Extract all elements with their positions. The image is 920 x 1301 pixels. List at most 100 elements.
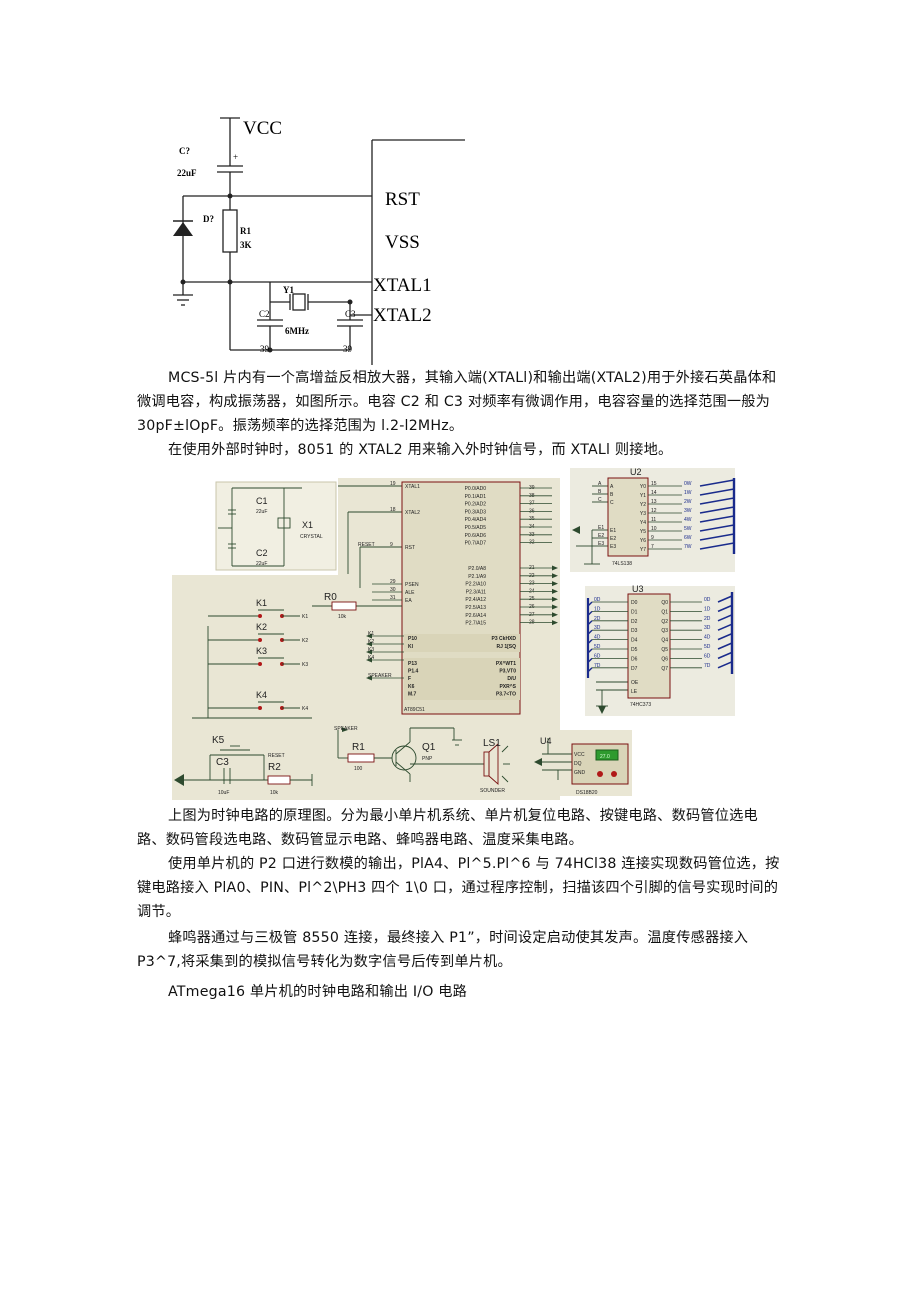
u4-pin-dq: DQ: [574, 761, 582, 767]
u3-output-net: 6D: [704, 653, 711, 659]
mcu-pin-name: P2.2/A10: [465, 582, 486, 588]
key-net-label: K3: [302, 662, 308, 668]
u3-output-pin: Q2: [661, 619, 668, 625]
net-arrow: [552, 565, 558, 571]
u2-input-net: E1: [598, 525, 604, 531]
u2-output-net: 5W: [684, 526, 692, 532]
key-label: K4: [256, 690, 267, 700]
u2-bus-entry: [699, 488, 735, 496]
mcu-port3-right: P3,VT0: [499, 669, 516, 675]
c2-label: C2: [259, 309, 270, 319]
k5-reset-net: RESET: [268, 753, 285, 759]
mcu-pin-name: P2.6/A14: [465, 613, 486, 619]
pin-vss: VSS: [385, 232, 420, 253]
u2-input-net: B: [598, 489, 602, 495]
mcu-port3-right: PX^WT1: [496, 661, 516, 667]
mcu-port3-left: P13: [408, 661, 417, 667]
mcu-pin-name: XTAL2: [405, 510, 420, 516]
u3-bus-entry: [717, 604, 733, 613]
key-contact: [258, 706, 262, 710]
u2-output-pin-number: 9: [651, 535, 654, 541]
u2-output-pin: Y6: [640, 538, 646, 544]
mcu-pin-name: P2.7/A15: [465, 621, 486, 627]
osc-c2-val: 22uF: [256, 561, 267, 567]
c2-value: 39: [260, 344, 270, 354]
u3-output-pin: Q4: [661, 638, 668, 644]
u2-output-pin-number: 15: [651, 481, 657, 487]
u2-output-pin-number: 12: [651, 508, 657, 514]
mcu-port3-right: PXR^S: [499, 684, 516, 690]
u2-bus-entry: [699, 542, 735, 550]
mcu-pin-name: XTAL1: [405, 484, 420, 490]
paragraph-atmega16-caption: ATmega16 单片机的时钟电路和输出 I/O 电路: [168, 984, 468, 1000]
u2-input-pin: E3: [610, 544, 616, 550]
u4-pin-vcc: VCC: [574, 752, 585, 758]
u2-output-pin: Y7: [640, 547, 646, 553]
u3-output-pin: Q3: [661, 628, 668, 634]
mcu-port1-right: RJ 1[SQ: [497, 644, 517, 650]
mcu-pin-number: 19: [390, 481, 396, 487]
u3-output-pin: Q1: [661, 609, 668, 615]
u3-output-net: 5D: [704, 644, 711, 650]
c3-cap-label: C3: [216, 757, 229, 768]
net-arrow: [552, 596, 558, 602]
u3-bus-entry: [717, 632, 733, 641]
c7-label: C?: [179, 146, 190, 156]
u2-input-net: E3: [598, 541, 604, 547]
key-net-label: K2: [302, 638, 308, 644]
mcu-pin-name: P0.1/AD1: [465, 494, 487, 500]
u3-input-net: 2D: [594, 616, 601, 622]
mcu-port3-right: P3.7<TO: [496, 691, 516, 697]
mcu-pin-name: PSEN: [405, 582, 419, 588]
mcu-pin-number: 9: [390, 542, 393, 548]
mcu-port3-left: F: [408, 676, 411, 682]
u4-lcd: [595, 749, 619, 761]
u2-bus-entry: [699, 524, 735, 532]
pin-xtal1: XTAL1: [373, 275, 432, 296]
r1-res-label: R1: [352, 742, 365, 753]
u3-input-pin: D2: [631, 619, 638, 625]
osc-c1-val: 22uF: [256, 509, 267, 515]
paragraph-buzzer: 蜂鸣器通过与三极管 8550 连接，最终接入 P1”，时间设定启动使其发声。温度…: [137, 930, 749, 970]
u3-output-pin: Q7: [661, 666, 668, 672]
mcu-port1-right: P3 CkHXD: [492, 636, 517, 642]
u3-output-net: 3D: [704, 625, 711, 631]
u2-bus-entry: [699, 506, 735, 514]
r0-value: 10k: [338, 614, 347, 620]
u3-input-pin: D4: [631, 638, 638, 644]
u3-input-pin: D7: [631, 666, 638, 672]
u4-label: U4: [540, 736, 552, 746]
freq-label: 6MHz: [285, 326, 309, 336]
mcu-port1-left: P10: [408, 636, 417, 642]
u2-output-net: 3W: [684, 508, 692, 514]
mcu-pin-name: RST: [405, 545, 415, 551]
mcu-port1-left: Kl: [408, 644, 414, 650]
u2-output-pin: Y1: [640, 493, 646, 499]
u3-output-net: 1D: [704, 606, 711, 612]
ls1-label: LS1: [483, 738, 501, 749]
key-net-label: K4: [302, 706, 308, 712]
u2-output-net: 6W: [684, 535, 692, 541]
paragraph-external-clock: 在使用外部时钟时，8051 的 XTAL2 用来输入外时钟信号，而 XTALl …: [168, 442, 673, 458]
u2-input-net: E2: [598, 533, 604, 539]
mcu-name: AT89C51: [404, 707, 425, 713]
key-contact: [258, 638, 262, 642]
u2-output-pin-number: 10: [651, 526, 657, 532]
u2-input-net: A: [598, 481, 602, 487]
u2-bus-entry: [699, 479, 735, 487]
u3-input-pin: D0: [631, 600, 638, 606]
net-arrow: [366, 633, 372, 639]
paragraph-oscillator: MCS-5l 片内有一个高增益反相放大器，其输入端(XTALl)和输出端(XTA…: [137, 370, 777, 434]
net-arrow: [552, 604, 558, 610]
r1-label: R1: [240, 226, 251, 236]
u2-output-pin: Y4: [640, 520, 646, 526]
u2-output-pin: Y0: [640, 484, 646, 490]
u2-input-pin: A: [610, 484, 614, 490]
u3-bus-entry: [717, 614, 733, 622]
mcu-pin-number: 29: [390, 579, 396, 585]
r2-value: 10k: [270, 790, 279, 796]
u2-part: 74LS138: [612, 561, 632, 567]
u3-output-net: 0D: [704, 597, 711, 603]
port-net-label: K2: [368, 639, 374, 645]
